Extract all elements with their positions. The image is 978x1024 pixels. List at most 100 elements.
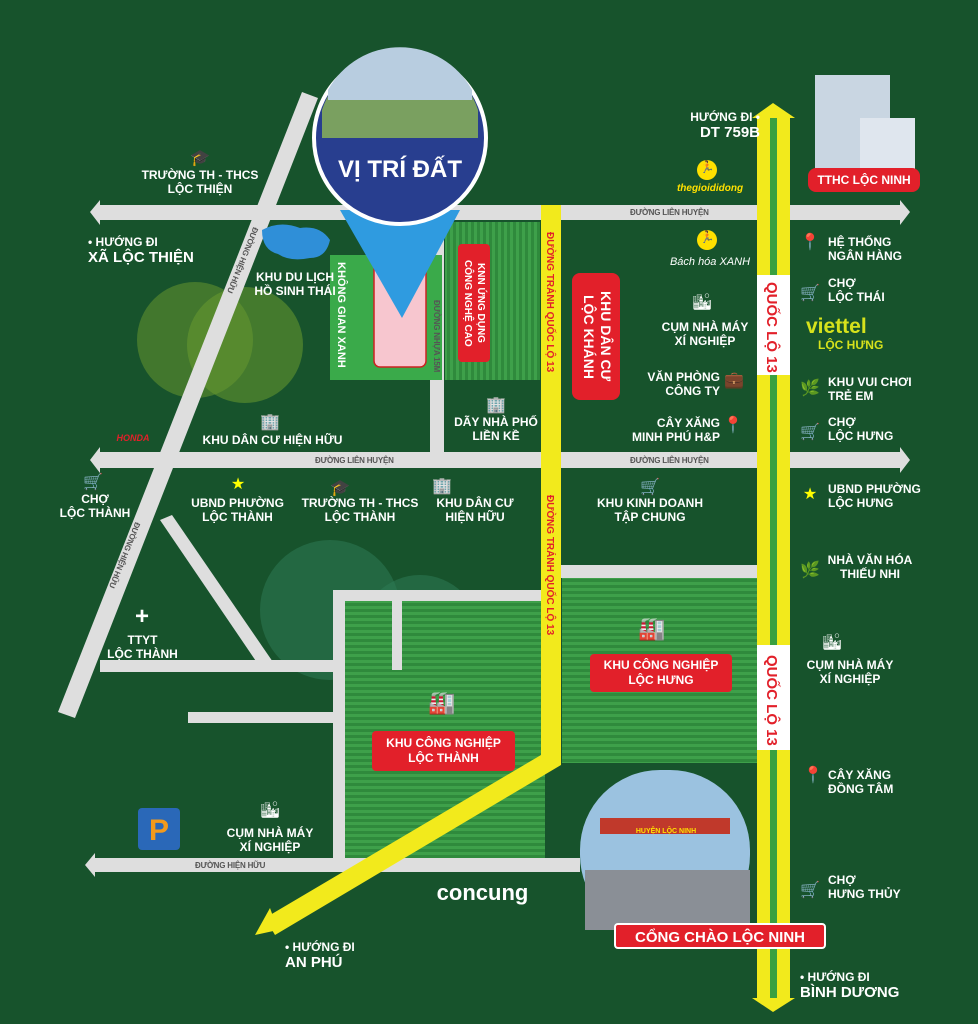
place-day-nha-pho: DÃY NHÀ PHỐ LIỀN KỀ [454, 415, 538, 443]
road-branch-h2 [188, 712, 345, 723]
arrow-left [90, 447, 100, 473]
arrow-left [90, 200, 100, 225]
road-label: ĐƯỜNG HIỆN HỮU [195, 861, 266, 870]
tgdd-icon: 🏃 [697, 160, 717, 180]
road-lien-huyen-top [100, 205, 900, 220]
road-kcn-v [333, 590, 345, 860]
leaf-icon: 🌿 [800, 380, 820, 397]
direction-label: HƯỚNG ĐI [690, 110, 753, 124]
road-branch-h [100, 660, 340, 672]
cart-icon: 🛒 [800, 424, 820, 441]
road-hien-huu-diagonal [58, 92, 318, 718]
arrow-an-phu [255, 908, 278, 935]
bank-pin-icon: 📍 [800, 234, 820, 251]
briefcase-icon: 💼 [724, 372, 744, 389]
place-ttyt: TTYT LỘC THÀNH [107, 633, 178, 661]
fuel-pin-icon: 📍 [723, 417, 743, 434]
factory-building-icon: 🏙 [259, 802, 281, 819]
direction-dest: AN PHÚ [285, 954, 343, 971]
road-label: ĐƯỜNG LIÊN HUYỆN [315, 456, 394, 465]
star-icon: ★ [230, 476, 246, 493]
place-cum-nha-may: CỤM NHÀ MÁY XÍ NGHIỆP [661, 320, 749, 348]
road-branch [160, 515, 275, 670]
viettel-logo: viettel [806, 315, 867, 338]
petrolimex-logo [138, 808, 180, 850]
pin-title: VỊ TRÍ ĐẤT [338, 156, 462, 183]
place-truong-loc-thanh: TRƯỜNG TH - THCS LỘC THÀNH [301, 496, 419, 524]
place-cum-nha-may: CỤM NHÀ MÁY XÍ NGHIỆP [226, 826, 314, 854]
building-icon: 🏢 [432, 478, 452, 495]
place-cay-xang-mp: CÂY XĂNG MINH PHÚ H&P [631, 416, 720, 444]
road-lien-huyen-mid [100, 452, 900, 468]
place-cho-hung-thuy: CHỢ HƯNG THỦY [828, 873, 901, 901]
ql13-label-bg [757, 275, 790, 375]
road-ql13-center [770, 115, 777, 1000]
cart-icon: 🛒 [640, 479, 660, 496]
petrolimex-p: P [149, 814, 169, 847]
cart-icon: 🛒 [800, 285, 820, 302]
ql13-label-bg [757, 645, 790, 750]
viettel-sub: LỘC HƯNG [818, 338, 884, 352]
honda-logo: HONDA [116, 433, 150, 443]
cart-icon: 🛒 [83, 474, 103, 491]
arrow-down [752, 998, 795, 1012]
building-icon: 🏢 [260, 414, 280, 431]
bhx-logo: Bách hóa XANH [669, 256, 751, 268]
tgdd-logo: thegioididong [676, 183, 744, 194]
place-ubnd-loc-hung: UBND PHƯỜNG LỘC HƯNG [828, 482, 921, 510]
direction-label: HƯỚNG ĐI [95, 235, 158, 249]
place-kdc-hien-huu: KHU DÂN CƯ HIỆN HỮU [202, 433, 343, 447]
place-ubnd-loc-thanh: UBND PHƯỜNG LỘC THÀNH [191, 496, 284, 524]
road-label: ĐƯỜNG TRÁNH QUỐC LỘ 13 [544, 495, 555, 636]
factory-building-icon: 🏙 [691, 294, 713, 311]
direction-dest: XÃ LỘC THIỆN [88, 249, 194, 266]
place-cong-chao: CỔNG CHÀO LỘC NINH [614, 923, 826, 949]
place-kdc-hien-huu-2: KHU DÂN CƯ HIỆN HỮU [436, 496, 514, 524]
direction-dt759b: HƯỚNG ĐI •DT 759B [690, 110, 760, 141]
direction-dest: BÌNH DƯƠNG [800, 984, 900, 1001]
place-cho-loc-hung: CHỢ LỘC HƯNG [828, 415, 894, 443]
cart-icon: 🛒 [800, 882, 820, 899]
place-cum-nha-may: CỤM NHÀ MÁY XÍ NGHIỆP [806, 658, 894, 686]
place-ho-sinh-thai: KHU DU LỊCH HỒ SINH THÁI [254, 270, 336, 298]
place-vui-choi: KHU VUI CHƠI TRẺ EM [828, 375, 912, 403]
road-label: ĐƯỜNG NHỰA 15M [432, 300, 441, 373]
road-hien-huu-bottom [95, 858, 580, 872]
star-icon: ★ [802, 486, 818, 503]
fuel-pin-icon: 📍 [803, 767, 823, 784]
place-truong-loc-thien: TRƯỜNG TH - THCS LỘC THIỆN [141, 168, 259, 196]
pin-photo-sky [328, 47, 472, 100]
place-tthc: TTHC LỘC NINH [808, 168, 920, 192]
place-kcn-loc-thanh: KHU CÔNG NGHIỆP LỘC THÀNH [372, 731, 515, 771]
arrow-right [900, 447, 910, 473]
place-ngan-hang: HỆ THỐNG NGÂN HÀNG [828, 235, 902, 263]
place-nha-van-hoa: NHÀ VĂN HÓA THIẾU NHI [827, 553, 913, 581]
lake [262, 224, 330, 260]
leaf-icon: 🌿 [800, 562, 820, 579]
direction-label: HƯỚNG ĐI [292, 940, 355, 954]
pin-pointer [340, 210, 460, 318]
factory-icon: 🏭 [638, 616, 666, 641]
road-label: ĐƯỜNG TRÁNH QUỐC LỘ 13 [544, 232, 555, 373]
cong-chao-sign: HUYỆN LỘC NINH [635, 828, 697, 835]
place-cho-loc-thanh: CHỢ LỘC THÀNH [59, 492, 131, 520]
place-van-phong: VĂN PHÒNG CÔNG TY [647, 370, 720, 398]
road-label: QUỐC LỘ 13 [763, 655, 780, 746]
place-cay-xang-dt: CÂY XĂNG ĐỒNG TÂM [828, 768, 894, 796]
arrow-right [900, 200, 910, 225]
arrow-up [752, 103, 795, 118]
school-icon: 🎓 [190, 150, 210, 167]
place-kinh-doanh: KHU KINH DOANH TẬP CHUNG [597, 496, 703, 524]
place-kcn-loc-hung: KHU CÔNG NGHIỆP LỘC HƯNG [590, 654, 732, 692]
road-kcn-v2 [392, 600, 402, 670]
bhx-icon: 🏃 [697, 230, 717, 250]
medical-cross-icon: + [134, 603, 149, 630]
direction-dest: DT 759B [699, 124, 760, 141]
road-kcn-h [333, 590, 545, 601]
direction-label: HƯỚNG ĐI [807, 970, 870, 984]
place-cho-loc-thai: CHỢ LỘC THÁI [828, 276, 885, 304]
place-knn: KNN ỨNG DỤNG CÔNG NGHỆ CAO [458, 244, 490, 362]
